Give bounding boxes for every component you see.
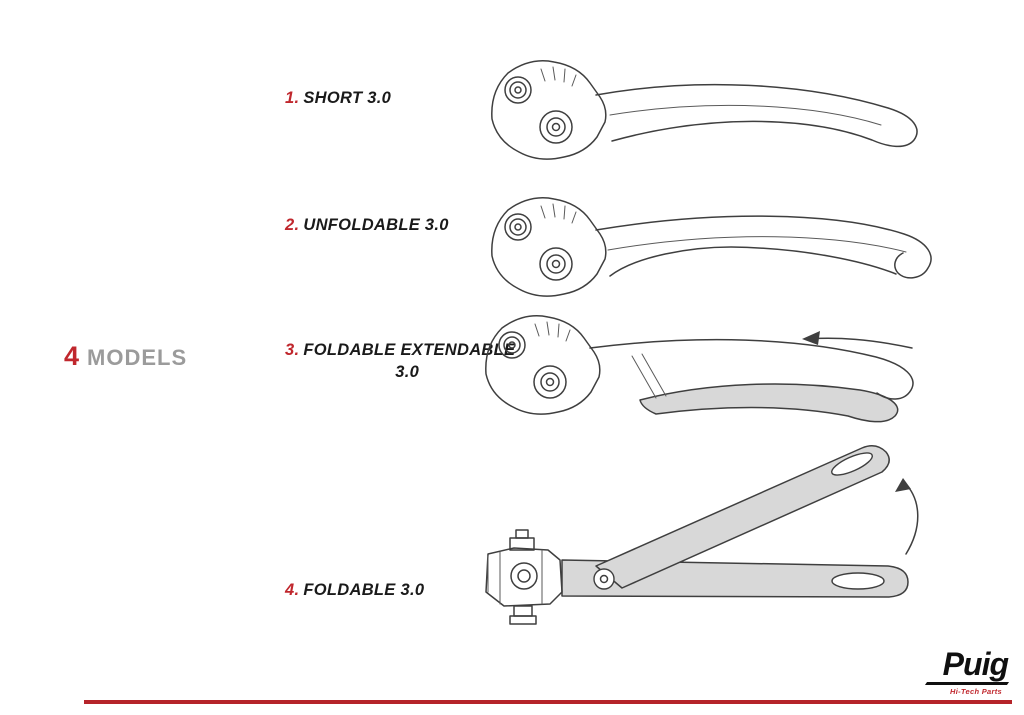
model-3-number: 3. [285,341,300,359]
puig-logo-text: Puig [942,646,1009,682]
model-4-number: 4. [285,581,300,599]
lever-4-pivot [593,568,615,590]
model-3-label: 3.FOLDABLE EXTENDABLE 3.0 [285,341,515,382]
lever-1-blade [595,83,918,148]
lever-2-blade [595,215,932,279]
model-3-name-line2: 3.0 [395,363,420,381]
lever-3-extend-arrow [802,331,913,349]
models-heading-text: MODELS [87,345,188,370]
footer-red-rule [84,700,1012,704]
lever-4-fold-arrow [895,478,919,555]
lever-4-folded-arm [595,445,890,589]
puig-logo-tagline: Hi-Tech Parts [950,687,1002,696]
lever-4-clamp [485,529,563,625]
lever-4-folded-arm-slot [831,452,873,476]
puig-logo: Puig Hi-Tech Parts [924,646,1010,696]
lever-1-mount [491,60,607,160]
model-2-number: 2. [285,216,300,234]
puig-logo-underline [924,682,1010,685]
model-4-label: 4.FOLDABLE 3.0 [285,581,424,600]
lever-1-short-illustration [491,60,918,160]
model-4-name: FOLDABLE 3.0 [303,581,425,599]
lever-2-unfoldable-illustration [491,197,932,297]
lever-4-foldable-illustration [485,445,919,625]
lever-3-mount [485,315,601,415]
lever-3-foldable-extendable-illustration [485,315,914,423]
model-2-label: 2.UNFOLDABLE 3.0 [285,216,449,235]
model-3-name: FOLDABLE EXTENDABLE [303,341,516,359]
lever-3-blade [589,338,914,400]
lever-4-main-arm-slot [831,572,885,590]
model-1-name: SHORT 3.0 [303,89,392,107]
models-heading-number: 4 [64,341,80,371]
model-1-label: 1.SHORT 3.0 [285,89,391,108]
lever-3-extendable-section [639,383,899,423]
lever-2-mount [491,197,607,297]
model-1-number: 1. [285,89,300,107]
model-2-name: UNFOLDABLE 3.0 [303,216,449,234]
models-heading: 4 MODELS [64,341,187,372]
